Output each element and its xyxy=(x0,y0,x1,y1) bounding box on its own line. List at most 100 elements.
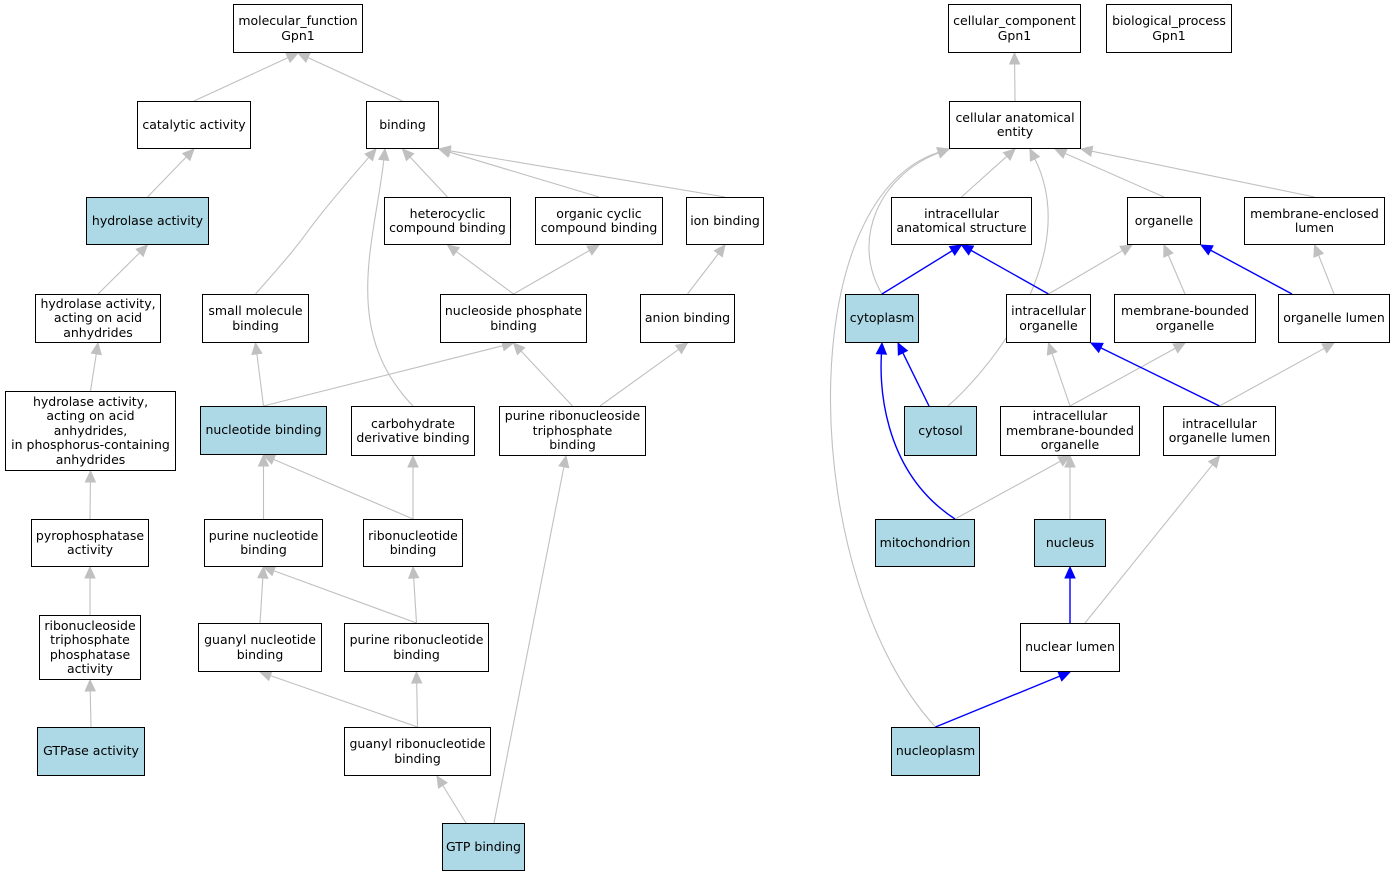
arrowhead-organelle_lumen-to-organelle xyxy=(1199,244,1214,256)
node-organic-cyclic-compound-binding[interactable]: organic cyclic compound binding xyxy=(535,197,663,245)
node-cellular-anatomical-entity[interactable]: cellular anatomical entity xyxy=(949,101,1081,149)
edge-purine_ribonucleoside_triphosphate_binding-to-nucleoside_phosphate_binding xyxy=(520,350,573,407)
edge-small_molecule_binding-to-binding xyxy=(255,156,370,295)
node-intracellular-anatomical-structure[interactable]: intracellular anatomical structure xyxy=(891,197,1032,245)
arrowhead-purine_ribonucleotide_binding-to-ribonucleotide_binding xyxy=(407,565,420,579)
node-hydrolase-phosphorus-containing-anhydrides[interactable]: hydrolase activity, acting on acid anhyd… xyxy=(5,391,176,471)
arrowhead-heterocyclic_compound_binding-to-binding xyxy=(401,148,415,162)
node-ion-binding[interactable]: ion binding xyxy=(686,197,764,245)
node-organelle-lumen[interactable]: organelle lumen xyxy=(1278,294,1390,343)
arrowhead-gtp_binding-to-guanyl_ribonucleotide_binding xyxy=(436,774,448,789)
node-membrane-bounded-organelle[interactable]: membrane-bounded organelle xyxy=(1114,294,1256,343)
edge-binding-to-molecular_function xyxy=(307,57,403,102)
edge-purine_ribonucleotide_binding-to-ribonucleotide_binding xyxy=(413,577,418,624)
edge-ribonucleotide_binding-to-nucleotide_binding xyxy=(273,458,414,520)
edge-cytosol-to-cytoplasm xyxy=(902,352,930,407)
edge-intracellular_organelle-to-organelle xyxy=(1048,250,1123,295)
arrowhead-mitochondrion-to-cytoplasm xyxy=(875,341,888,355)
node-molecular-function[interactable]: molecular_function Gpn1 xyxy=(233,4,363,53)
node-cytosol[interactable]: cytosol xyxy=(904,406,977,456)
node-catalytic-activity[interactable]: catalytic activity xyxy=(137,101,251,149)
edge-intracellular_organelle_lumen-to-organelle_lumen xyxy=(1219,347,1325,407)
node-biological-process[interactable]: biological_process Gpn1 xyxy=(1106,4,1232,53)
node-carbohydrate-derivative-binding[interactable]: carbohydrate derivative binding xyxy=(351,406,475,456)
arrowhead-ribonucleoside_triphosphate_phosphatase_activity-to-pyrophosphatase_activity xyxy=(84,565,96,579)
edge-nucleotide_binding-to-nucleoside_phosphate_binding xyxy=(263,345,503,407)
node-anion-binding[interactable]: anion binding xyxy=(640,294,735,343)
node-gtpase-activity[interactable]: GTPase activity xyxy=(37,727,145,776)
arrowhead-cytosol-to-cellular_anatomical_entity xyxy=(1029,147,1041,162)
arrowhead-intracellular_anatomical_structure-to-cellular_anatomical_entity xyxy=(1002,148,1016,161)
edge-anion_binding-to-ion_binding xyxy=(687,253,719,295)
edge-guanyl_ribonucleotide_binding-to-purine_ribonucleotide_binding xyxy=(416,682,419,728)
node-organelle[interactable]: organelle xyxy=(1127,197,1201,245)
arrowhead-small_molecule_binding-to-binding xyxy=(364,148,377,162)
arrowhead-cytoplasm-to-intracellular_anatomical_structure xyxy=(948,244,963,256)
node-pyrophosphatase-activity[interactable]: pyrophosphatase activity xyxy=(31,519,149,567)
edge-cytoplasm-to-cellular_anatomical_entity xyxy=(868,152,939,295)
arrowhead-hydrolase_acid_anhydrides-to-hydrolase_activity xyxy=(135,244,149,258)
edge-purine_ribonucleoside_triphosphate_binding-to-anion_binding xyxy=(599,348,679,407)
node-nuclear-lumen[interactable]: nuclear lumen xyxy=(1020,623,1120,672)
node-hydrolase-activity[interactable]: hydrolase activity xyxy=(86,197,209,245)
edge-membrane_enclosed_lumen-to-cellular_anatomical_entity xyxy=(1091,150,1315,198)
node-nucleoside-phosphate-binding[interactable]: nucleoside phosphate binding xyxy=(440,294,587,343)
node-membrane-enclosed-lumen[interactable]: membrane-enclosed lumen xyxy=(1244,197,1385,245)
edge-membrane_bounded_organelle-to-organelle xyxy=(1167,254,1186,295)
arrowhead-gtp_binding-to-purine_ribonucleoside_triphosphate_binding xyxy=(558,454,570,469)
arrowhead-intracellular_organelle_lumen-to-intracellular_organelle xyxy=(1089,342,1104,354)
edge-intracellular_membrane_bounded_organelle-to-membrane_bounded_organelle xyxy=(1069,347,1176,407)
node-purine-nucleotide-binding[interactable]: purine nucleotide binding xyxy=(204,519,323,567)
node-intracellular-organelle-lumen[interactable]: intracellular organelle lumen xyxy=(1163,406,1276,456)
edge-organic_cyclic_compound_binding-to-binding xyxy=(449,151,600,198)
node-guanyl-ribonucleotide-binding[interactable]: guanyl ribonucleotide binding xyxy=(344,727,491,776)
edge-mitochondrion-to-cytoplasm xyxy=(880,353,956,520)
edge-purine_ribonucleotide_binding-to-purine_nucleotide_binding xyxy=(273,570,417,624)
edge-nucleotide_binding-to-small_molecule_binding xyxy=(256,353,265,407)
node-ribonucleotide-binding[interactable]: ribonucleotide binding xyxy=(363,519,463,567)
node-nucleotide-binding[interactable]: nucleotide binding xyxy=(200,406,327,455)
arrowhead-mitochondrion-to-intracellular_membrane_bounded_organelle xyxy=(1057,455,1072,467)
node-binding[interactable]: binding xyxy=(366,101,439,149)
node-gtp-binding[interactable]: GTP binding xyxy=(442,823,525,871)
edge-guanyl_ribonucleotide_binding-to-guanyl_nucleotide_binding xyxy=(270,675,418,728)
arrowhead-ion_binding-to-binding xyxy=(437,145,452,157)
node-nucleoplasm[interactable]: nucleoplasm xyxy=(891,727,980,776)
node-cytoplasm[interactable]: cytoplasm xyxy=(845,294,919,343)
node-purine-ribonucleoside-triphosphate-binding[interactable]: purine ribonucleoside triphosphate bindi… xyxy=(499,406,646,456)
node-guanyl-nucleotide-binding[interactable]: guanyl nucleotide binding xyxy=(198,623,322,672)
node-mitochondrion[interactable]: mitochondrion xyxy=(875,519,975,567)
arrowhead-purine_ribonucleoside_triphosphate_binding-to-anion_binding xyxy=(674,342,689,355)
arrowhead-nucleoside_phosphate_binding-to-heterocyclic_compound_binding xyxy=(446,244,461,257)
node-intracellular-membrane-bounded-organelle[interactable]: intracellular membrane-bounded organelle xyxy=(1000,406,1140,456)
arrowhead-nuclear_lumen-to-intracellular_organelle_lumen xyxy=(1207,455,1221,469)
node-ribonucleoside-triphosphate-phosphatase-activity[interactable]: ribonucleoside triphosphate phosphatase … xyxy=(39,615,141,680)
node-hydrolase-acting-on-acid-anhydrides[interactable]: hydrolase activity, acting on acid anhyd… xyxy=(35,294,161,343)
arrowhead-cellular_anatomical_entity-to-cellular_component xyxy=(1008,51,1021,65)
edge-ion_binding-to-binding xyxy=(449,150,726,198)
node-cellular-component[interactable]: cellular_component Gpn1 xyxy=(948,4,1081,53)
edge-carbohydrate_derivative_binding-to-binding xyxy=(367,159,414,407)
arrowhead-purine_ribonucleoside_triphosphate_binding-to-nucleoside_phosphate_binding xyxy=(512,342,526,356)
arrowhead-intracellular_membrane_bounded_organelle-to-intracellular_organelle xyxy=(1046,341,1058,356)
arrowhead-intracellular_organelle-to-intracellular_anatomical_structure xyxy=(960,244,975,256)
node-purine-ribonucleotide-binding[interactable]: purine ribonucleotide binding xyxy=(344,623,489,672)
arrowhead-intracellular_organelle-to-organelle xyxy=(1119,244,1134,256)
node-nucleus[interactable]: nucleus xyxy=(1034,519,1106,567)
arrowhead-membrane_bounded_organelle-to-organelle xyxy=(1163,243,1174,258)
arrowhead-intracellular_organelle_lumen-to-organelle_lumen xyxy=(1321,342,1336,354)
edge-mitochondrion-to-intracellular_membrane_bounded_organelle xyxy=(954,460,1061,520)
arrowhead-guanyl_ribonucleotide_binding-to-guanyl_nucleotide_binding xyxy=(258,670,273,682)
arrowhead-binding-to-molecular_function xyxy=(296,52,311,64)
node-intracellular-organelle[interactable]: intracellular organelle xyxy=(1006,294,1091,343)
node-small-molecule-binding[interactable]: small molecule binding xyxy=(202,294,309,343)
node-heterocyclic-compound-binding[interactable]: heterocyclic compound binding xyxy=(384,197,511,245)
arrowhead-guanyl_ribonucleotide_binding-to-purine_ribonucleotide_binding xyxy=(410,670,423,684)
edge-intracellular_membrane_bounded_organelle-to-intracellular_organelle xyxy=(1051,353,1071,407)
arrowhead-pyrophosphatase_activity-to-hydrolase_phosphorus xyxy=(84,469,97,483)
edge-intracellular_organelle-to-intracellular_anatomical_structure xyxy=(970,249,1049,295)
edge-nucleoplasm-to-cellular_anatomical_entity xyxy=(829,151,939,728)
edge-nucleoside_phosphate_binding-to-organic_cyclic_compound_binding xyxy=(513,249,590,295)
arrowhead-guanyl_nucleotide_binding-to-purine_nucleotide_binding xyxy=(257,565,269,579)
